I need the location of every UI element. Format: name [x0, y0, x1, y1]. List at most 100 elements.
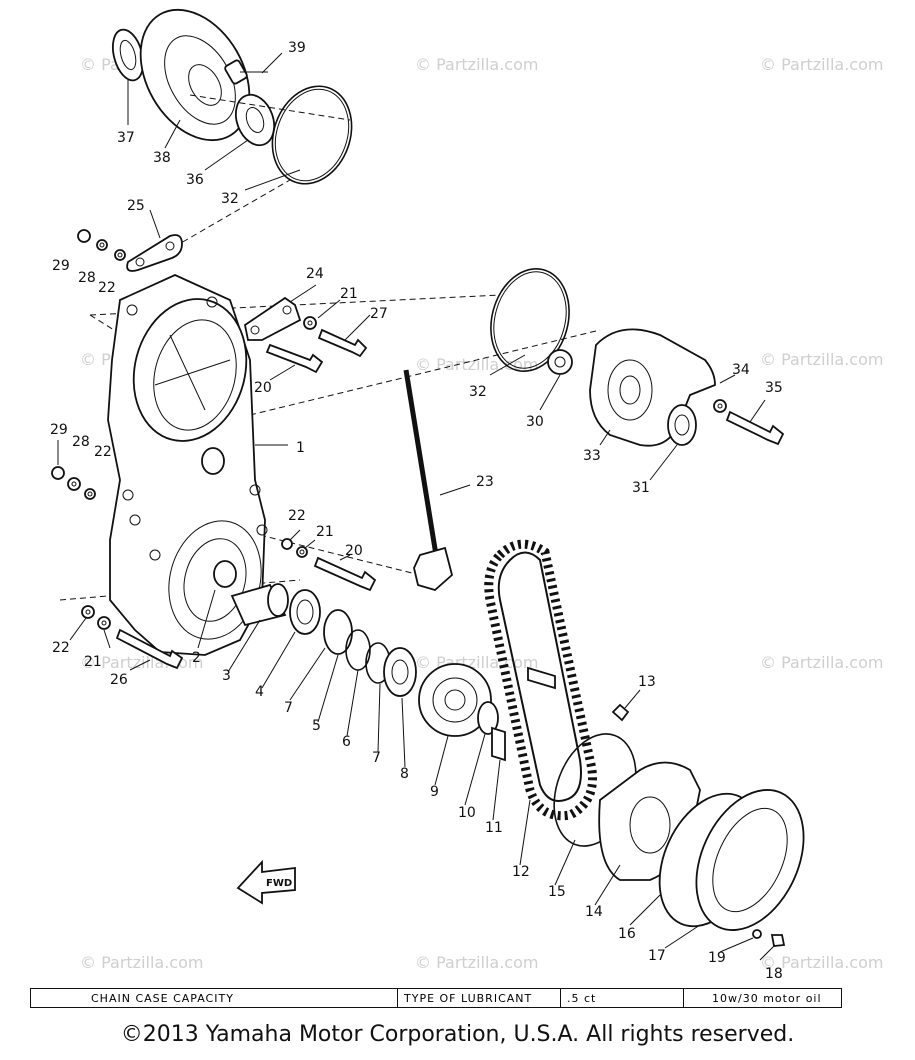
mid-hardware	[281, 538, 377, 592]
bolt-18	[770, 934, 786, 947]
callout-26: 26	[110, 672, 128, 688]
callout-6: 6	[342, 734, 351, 750]
callout-37: 37	[117, 130, 135, 146]
callout-36: 36	[186, 172, 204, 188]
bracket-25-group	[77, 229, 183, 272]
lubricant-label: TYPE OF LUBRICANT	[398, 989, 561, 1007]
callout-1: 1	[296, 440, 305, 456]
callout-22: 22	[52, 640, 70, 656]
callout-31: 31	[632, 480, 650, 496]
callout-21: 21	[316, 524, 334, 540]
callout-22: 22	[94, 444, 112, 460]
o-ring-plug	[201, 447, 225, 475]
callout-15: 15	[548, 884, 566, 900]
exploded-view-drawing: © Partzilla.com © Partzilla.com © Partzi…	[50, 8, 883, 982]
o-ring-2	[213, 560, 237, 588]
top-cover-assembly	[111, 8, 353, 185]
callout-29: 29	[50, 422, 68, 438]
watermark: © Partzilla.com	[415, 953, 538, 972]
callout-4: 4	[255, 684, 264, 700]
bearing-housing-38	[139, 8, 251, 142]
bearing-36	[234, 93, 276, 147]
callout-32: 32	[221, 191, 239, 207]
capacity-label: CHAIN CASE CAPACITY	[31, 989, 398, 1007]
callout-21: 21	[84, 654, 102, 670]
callout-32: 32	[469, 384, 487, 400]
callout-23: 23	[476, 474, 494, 490]
callout-9: 9	[430, 784, 439, 800]
fwd-label: FWD	[266, 878, 292, 889]
callout-10: 10	[458, 805, 476, 821]
bearing-4	[289, 589, 321, 635]
watermark: © Partzilla.com	[415, 55, 538, 74]
callout-21: 21	[340, 286, 358, 302]
callout-35: 35	[765, 380, 783, 396]
adjuster-shaft-23	[403, 369, 454, 592]
callout-labels: 1 2 3 4 5 6 7 7 8 9 10 11 12 13 14 15 16…	[50, 40, 783, 982]
callout-30: 30	[526, 414, 544, 430]
callout-12: 12	[512, 864, 530, 880]
callout-7: 7	[284, 700, 293, 716]
copyright-notice: ©2013 Yamaha Motor Corporation, U.S.A. A…	[120, 1022, 795, 1047]
fwd-arrow: FWD	[236, 859, 296, 905]
bolt-11	[491, 726, 506, 762]
bolt-20-lower	[313, 556, 377, 592]
callout-17: 17	[648, 948, 666, 964]
callout-11: 11	[485, 820, 503, 836]
oil-seal-31	[667, 404, 697, 446]
callout-38: 38	[153, 150, 171, 166]
callout-28: 28	[72, 434, 90, 450]
callout-39: 39	[288, 40, 306, 56]
callout-20: 20	[254, 380, 272, 396]
watermark: © Partzilla.com	[760, 350, 883, 369]
callout-3: 3	[222, 668, 231, 684]
bearing-30	[547, 349, 573, 375]
callout-29: 29	[52, 258, 70, 274]
bracket-24-group	[244, 296, 368, 374]
watermark: © Partzilla.com	[760, 55, 883, 74]
watermark: © Partzilla.com	[760, 953, 883, 972]
chain-case-1	[107, 274, 268, 656]
callout-13: 13	[638, 674, 656, 690]
nut-13	[611, 703, 630, 722]
sprocket-9	[418, 663, 492, 737]
callout-16: 16	[618, 926, 636, 942]
lubricant-value: 10w/30 motor oil	[712, 991, 822, 1005]
watermark: © Partzilla.com	[760, 653, 883, 672]
left-hardware	[51, 466, 184, 670]
callout-34: 34	[732, 362, 750, 378]
callout-18: 18	[765, 966, 783, 982]
callout-5: 5	[312, 718, 321, 734]
shaft-stack	[230, 583, 506, 762]
leader-lines	[57, 52, 776, 961]
o-ring-32-mid	[490, 268, 570, 372]
callout-8: 8	[400, 766, 409, 782]
watermark: © Partzilla.com	[415, 653, 538, 672]
callout-22: 22	[98, 280, 116, 296]
bolt-20-top	[265, 343, 324, 374]
watermark: © Partzilla.com	[80, 953, 203, 972]
ring-17	[695, 789, 805, 931]
callout-14: 14	[585, 904, 603, 920]
callout-33: 33	[583, 448, 601, 464]
upper-right-cover	[490, 268, 785, 447]
callout-20: 20	[345, 543, 363, 559]
washer-10	[477, 701, 499, 735]
bearing-8	[383, 647, 417, 697]
callout-22: 22	[288, 508, 306, 524]
callout-7: 7	[372, 750, 381, 766]
circlip-5	[323, 609, 353, 655]
cover-33	[589, 328, 716, 447]
callout-19: 19	[708, 950, 726, 966]
watermark: © Partzilla.com	[415, 355, 538, 374]
callout-25: 25	[127, 198, 145, 214]
bolt-35	[725, 410, 785, 446]
callout-28: 28	[78, 270, 96, 286]
bolt-27	[317, 328, 368, 358]
callout-24: 24	[306, 266, 324, 282]
callout-2: 2	[192, 650, 201, 666]
chain-case-spec-table: CHAIN CASE CAPACITY TYPE OF LUBRICANT .5…	[30, 988, 842, 1008]
bolt-26	[115, 628, 184, 670]
capacity-value: .5 ct	[561, 989, 684, 1007]
